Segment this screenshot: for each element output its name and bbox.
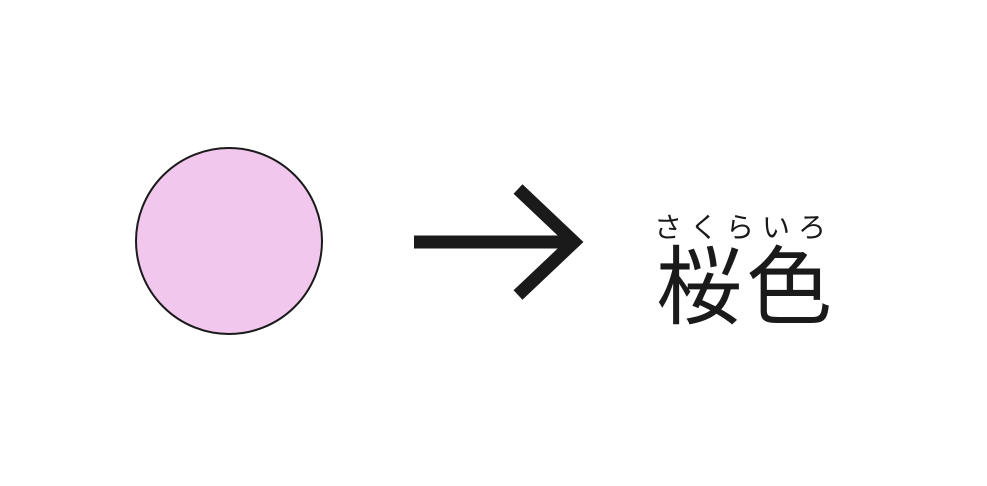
color-name-ruby: 桜色 さくらいろ xyxy=(654,211,835,338)
color-name-kanji: 桜色 xyxy=(654,238,835,338)
color-name-label: 桜色 さくらいろ xyxy=(654,211,853,331)
color-name-reading: さくらいろ xyxy=(654,211,835,244)
right-arrow-icon xyxy=(414,184,584,300)
arrow-head xyxy=(513,184,584,300)
color-swatch-circle xyxy=(135,147,323,335)
